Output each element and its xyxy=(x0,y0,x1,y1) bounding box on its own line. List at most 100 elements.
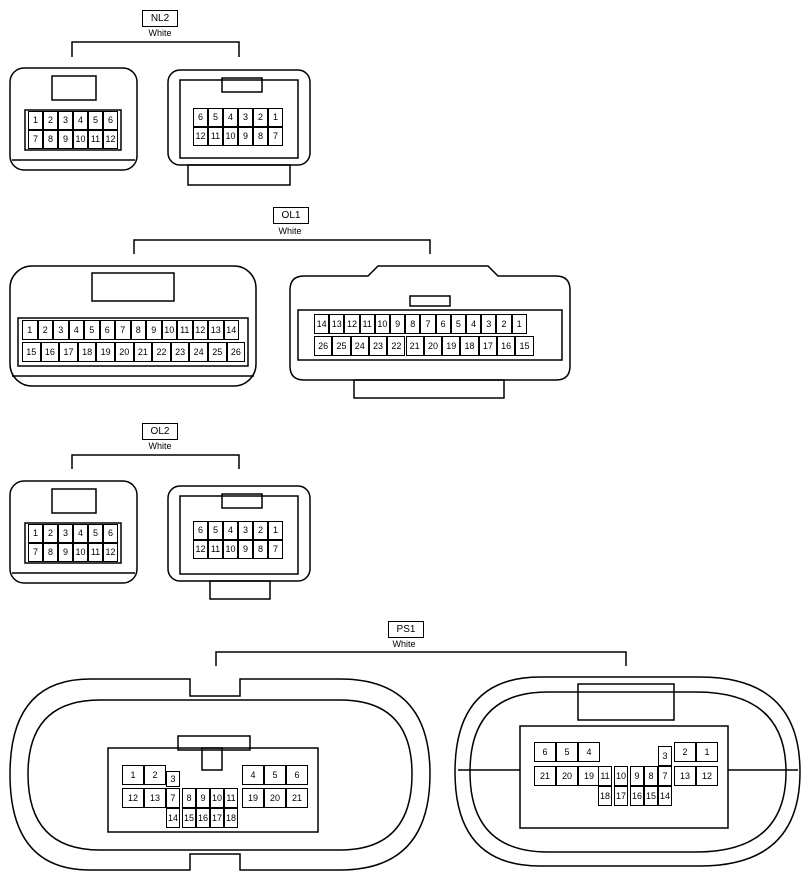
ol1-right-bot-pin: 26 xyxy=(314,336,333,356)
ol1-right-bot-pin: 18 xyxy=(460,336,479,356)
ol1-left-top-pin: 2 xyxy=(37,320,53,340)
ol1-right-bot-pin: 16 xyxy=(497,336,516,356)
nl2-left-bot-pin: 12 xyxy=(103,130,118,149)
ol1-right-bot-pin: 19 xyxy=(442,336,461,356)
nl2-left-top-pin: 5 xyxy=(88,111,103,130)
ol2-left-top-pin: 3 xyxy=(58,524,73,543)
nl2-right-top-pin: 4 xyxy=(223,108,238,127)
ps1-left-pin: 9 xyxy=(196,788,210,808)
nl2-right-bot-pin: 12 xyxy=(193,127,208,146)
ps1-right-pin: 13 xyxy=(674,766,696,786)
ol1-left-bot-pin: 16 xyxy=(40,342,60,362)
ps1-right-pin: 12 xyxy=(696,766,718,786)
ol2-left-top-pin: 2 xyxy=(43,524,58,543)
ol2-right-top-pin: 1 xyxy=(268,521,283,540)
ol1-right-top-pin: 4 xyxy=(466,314,482,334)
ol1-left-top-pin: 11 xyxy=(177,320,193,340)
ol1-left-bot-pin: 22 xyxy=(152,342,171,362)
ps1-left-pin: 17 xyxy=(210,808,224,828)
ol2-left-top-pin: 6 xyxy=(103,524,118,543)
ps1-right-pin: 1 xyxy=(696,742,718,762)
ol2-right-top-pin: 2 xyxy=(253,521,268,540)
ol1-left-bot-pin: 15 xyxy=(22,342,41,362)
ol1-right-top-pin: 2 xyxy=(496,314,512,334)
nl2-right-top-pin: 1 xyxy=(268,108,283,127)
ps1-right-pin: 18 xyxy=(598,786,612,806)
ol1-right-bot-pin: 24 xyxy=(350,336,369,356)
ol2-left-top-pin: 4 xyxy=(73,524,88,543)
ol2-tag: OL2 xyxy=(142,423,178,440)
ol1-right-bot-pin: 15 xyxy=(515,336,534,356)
ol1-left-top-pin: 3 xyxy=(53,320,69,340)
ol1-right-top-pin: 3 xyxy=(481,314,497,334)
ps1-left-pin: 5 xyxy=(264,765,286,785)
ol2-right-top-pin: 6 xyxy=(193,521,208,540)
ol1-right-bot-pin: 17 xyxy=(478,336,497,356)
ps1-left-pin: 8 xyxy=(182,788,196,808)
ps1-left-pin: 15 xyxy=(182,808,196,828)
ol1-left-top-pin: 1 xyxy=(22,320,38,340)
ps1-left-pin: 11 xyxy=(224,788,238,808)
ol1-left-bot-pin: 25 xyxy=(208,342,227,362)
ps1-right-pin: 9 xyxy=(630,766,644,786)
nl2-right-bot-pin: 11 xyxy=(208,127,223,146)
ol1-left-top-pin: 5 xyxy=(84,320,100,340)
ol1-left-top-pin: 12 xyxy=(192,320,208,340)
ol2-left-top-pin: 1 xyxy=(28,524,43,543)
ol1-left-top-pin: 6 xyxy=(99,320,115,340)
ol1-right-bot-pin: 22 xyxy=(387,336,406,356)
ol1-right-top-pin: 9 xyxy=(390,314,406,334)
ps1-right-pin: 21 xyxy=(534,766,556,786)
ol1-left-bot-pin: 24 xyxy=(189,342,208,362)
ol1-left-top-pin: 14 xyxy=(223,320,239,340)
ps1-left-pin: 13 xyxy=(144,788,166,808)
ol2-right-bot-pin: 7 xyxy=(268,540,283,559)
ol1-right-top-pin: 10 xyxy=(374,314,390,334)
nl2-tag: NL2 xyxy=(142,10,178,27)
ps1-left-pin: 14 xyxy=(166,808,180,828)
ol1-right-bot-pin: 21 xyxy=(405,336,424,356)
ol2-left-bot-pin: 7 xyxy=(28,543,43,562)
ol1-right-top-pin: 11 xyxy=(359,314,375,334)
ps1-tag: PS1 xyxy=(388,621,424,638)
ol2-left-bot-pin: 12 xyxy=(103,543,118,562)
ps1-right-pin: 20 xyxy=(556,766,578,786)
ps1-right-pin: 14 xyxy=(658,786,672,806)
nl2-left-bot-pin: 10 xyxy=(73,130,88,149)
ol1-left-top-pin: 4 xyxy=(68,320,84,340)
ps1-left-pin: 10 xyxy=(210,788,224,808)
ol1-left-top-pin: 10 xyxy=(161,320,177,340)
ps1-right-pin: 10 xyxy=(614,766,628,786)
ps1-left-pin: 21 xyxy=(286,788,308,808)
ol1-right-top-pin: 8 xyxy=(405,314,421,334)
ol2-right-bot-pin: 11 xyxy=(208,540,223,559)
nl2-right-top-pin: 5 xyxy=(208,108,223,127)
ps1-right-pin: 19 xyxy=(578,766,600,786)
ps1-right-pin: 17 xyxy=(614,786,628,806)
nl2-left-top-pin: 1 xyxy=(28,111,43,130)
ps1-left-pin: 16 xyxy=(196,808,210,828)
ps1-right-pin: 15 xyxy=(644,786,658,806)
nl2-color: White xyxy=(148,28,172,38)
ol1-left-bot-pin: 17 xyxy=(59,342,78,362)
ol1-left-bot-pin: 18 xyxy=(77,342,97,362)
ol1-right-top-pin: 1 xyxy=(511,314,527,334)
ol2-right-bot-pin: 12 xyxy=(193,540,208,559)
ps1-left-pin: 20 xyxy=(264,788,286,808)
ol2-right-bot-pin: 10 xyxy=(223,540,238,559)
ps1-right-pin: 11 xyxy=(598,766,612,786)
ps1-left-pin: 19 xyxy=(242,788,264,808)
nl2-left-bot-pin: 11 xyxy=(88,130,103,149)
nl2-left-top-pin: 4 xyxy=(73,111,88,130)
nl2-right-bot-pin: 7 xyxy=(268,127,283,146)
ol2-left-bot-pin: 11 xyxy=(88,543,103,562)
nl2-left-top-pin: 2 xyxy=(43,111,58,130)
ps1-left-pin: 18 xyxy=(224,808,238,828)
nl2-left-bot-pin: 8 xyxy=(43,130,58,149)
ps1-left-pin: 3 xyxy=(166,771,180,787)
ol1-right-bot-pin: 23 xyxy=(368,336,388,356)
ps1-right-pin: 7 xyxy=(658,766,672,786)
ps1-right-pin: 6 xyxy=(534,742,556,762)
ps1-right-pin: 5 xyxy=(556,742,578,762)
